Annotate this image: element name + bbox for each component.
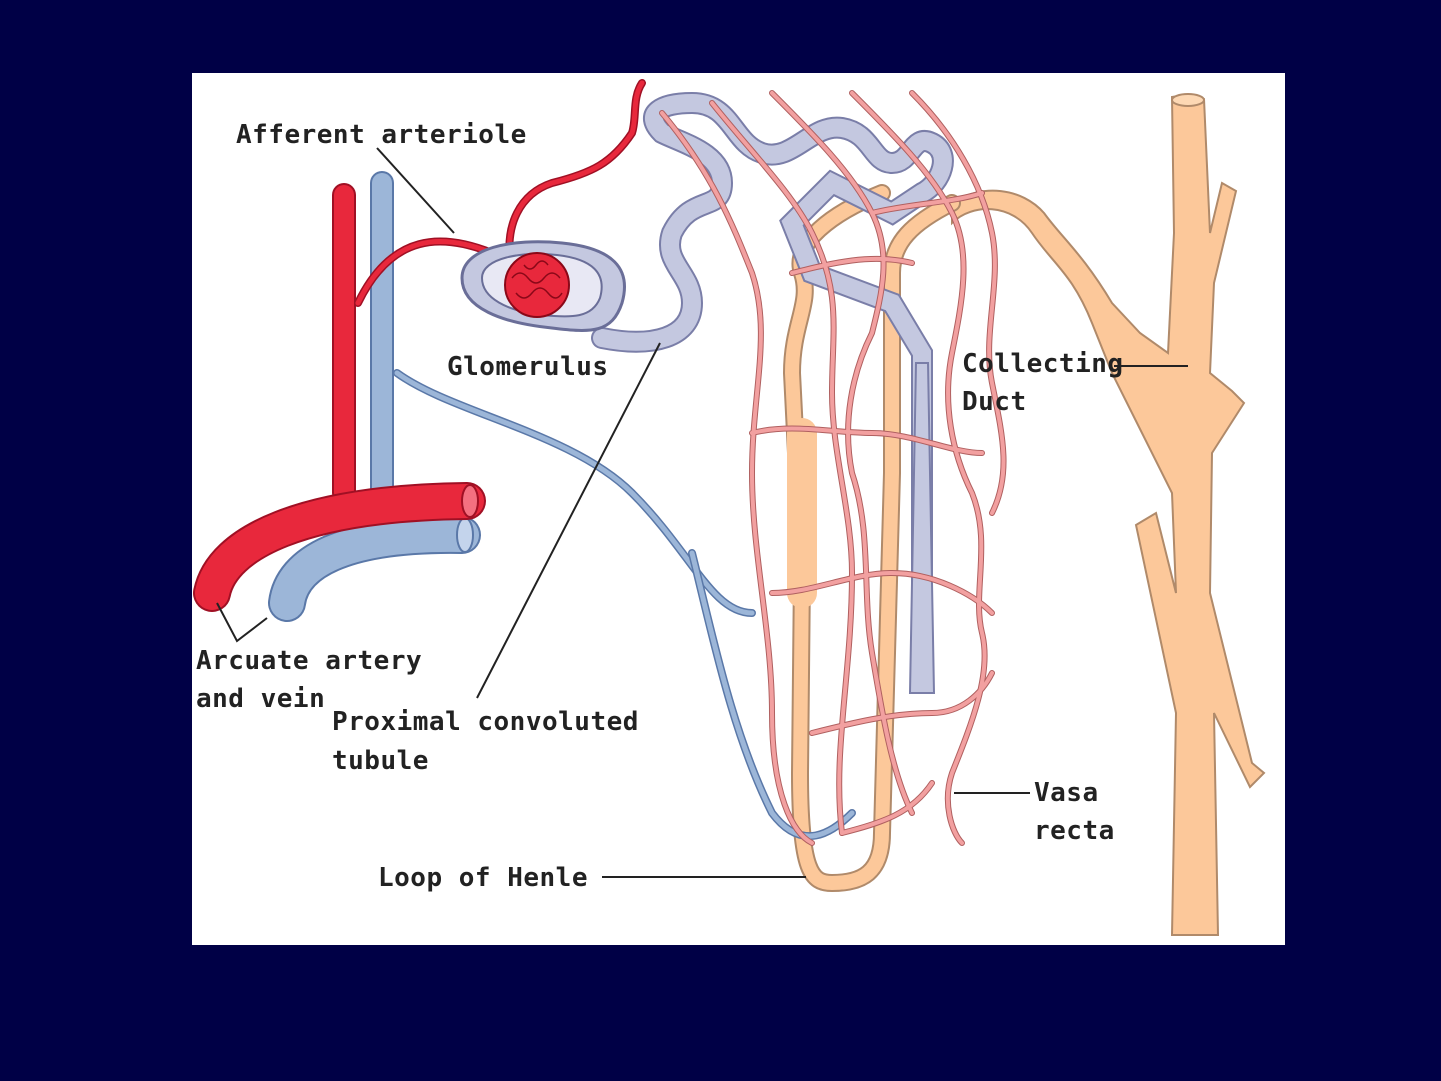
glomerulus — [462, 242, 625, 331]
label-afferent-arteriole: Afferent arteriole — [236, 120, 527, 150]
collecting-duct — [952, 94, 1264, 935]
artery — [212, 83, 642, 593]
nephron-illustration: Afferent arteriole Glomerulus Collecting… — [192, 73, 1285, 945]
nephron-diagram: Afferent arteriole Glomerulus Collecting… — [192, 73, 1285, 945]
label-proximal-line2: tubule — [332, 746, 429, 776]
label-collecting-duct-line1: Collecting — [962, 349, 1124, 379]
label-collecting-duct-line2: Duct — [962, 387, 1027, 417]
label-vasa-recta-line2: recta — [1034, 816, 1115, 846]
label-arcuate-line1: Arcuate artery — [196, 646, 422, 676]
label-glomerulus: Glomerulus — [447, 352, 609, 382]
label-proximal-line1: Proximal convoluted — [332, 707, 639, 737]
label-vasa-recta-line1: Vasa — [1034, 778, 1099, 808]
label-loop-of-henle: Loop of Henle — [378, 863, 588, 893]
label-arcuate-line2: and vein — [196, 684, 325, 714]
